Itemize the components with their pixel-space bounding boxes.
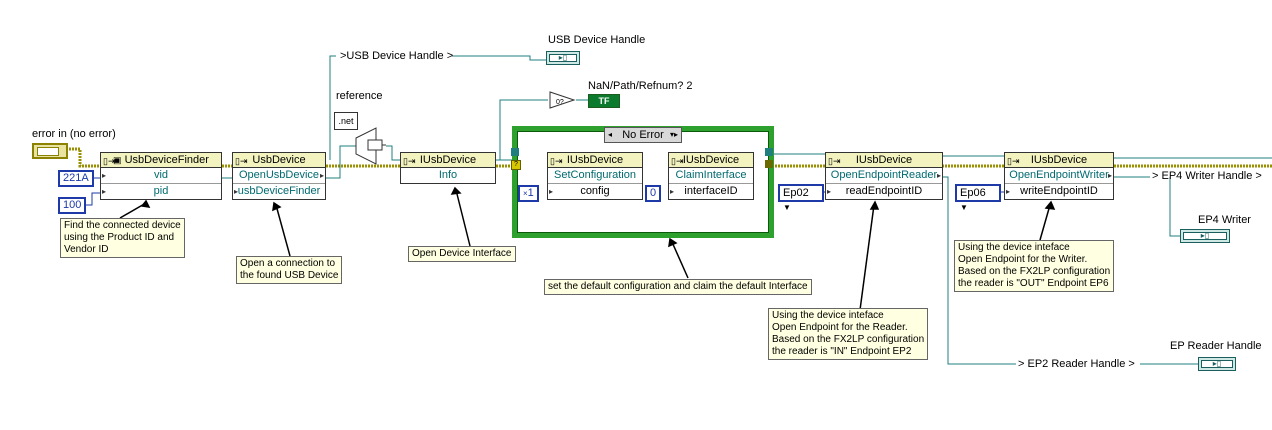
node-config-icon: ▯⇥ bbox=[235, 156, 248, 166]
writeendpointid-param: writeEndpointID bbox=[1020, 185, 1098, 197]
error-in-terminal[interactable] bbox=[32, 143, 68, 159]
openendpointreader-node[interactable]: ▯⇥IUsbDevice OpenEndpointReader▸ ▸readEn… bbox=[825, 152, 943, 200]
config-note: set the default configuration and claim … bbox=[544, 279, 812, 295]
nan-path-label: NaN/Path/Refnum? 2 bbox=[588, 80, 693, 92]
usb-handle-indicator[interactable]: ▸▯ bbox=[546, 51, 580, 65]
vid-constant[interactable]: 221A bbox=[58, 170, 94, 187]
openendpointwriter-method: OpenEndpointWriter bbox=[1009, 169, 1109, 181]
input-terminal-icon: ▸ bbox=[234, 187, 239, 196]
ep-reader-indicator-label: EP Reader Handle bbox=[1170, 340, 1262, 352]
readendpointid-param: readEndpointID bbox=[845, 185, 923, 197]
input-terminal-icon: ▸ bbox=[102, 171, 107, 180]
node-config-icon: ▯⇥ bbox=[103, 156, 116, 166]
node-title: IUsbDevice bbox=[682, 154, 740, 166]
refnum-icon: ▸▯ bbox=[1201, 360, 1233, 368]
case-selector-terminal-icon: ? bbox=[511, 160, 521, 170]
refnum-icon: ▸▯ bbox=[1183, 232, 1227, 240]
claiminterface-method: ClaimInterface bbox=[675, 169, 747, 181]
node-title: IUsbDevice bbox=[855, 154, 913, 166]
ep4-indicator-label: EP4 Writer bbox=[1198, 214, 1251, 226]
iusbdevice-info-node[interactable]: ▯⇥IUsbDevice Info bbox=[400, 152, 496, 184]
svg-text:0?: 0? bbox=[556, 99, 564, 106]
node-title: UsbDevice bbox=[252, 154, 306, 166]
vid-property: vid bbox=[153, 169, 169, 181]
case-selector-value: No Error bbox=[622, 129, 664, 141]
boolean-indicator[interactable]: TF bbox=[588, 94, 620, 108]
config-param: config bbox=[580, 185, 610, 197]
openendpointwriter-node[interactable]: ▯⇥IUsbDevice OpenEndpointWriter▸ ▸writeE… bbox=[1004, 152, 1114, 200]
setconfiguration-method: SetConfiguration bbox=[554, 169, 636, 181]
input-terminal-icon: ▸ bbox=[549, 187, 554, 196]
info-property: Info bbox=[438, 169, 458, 181]
refnum-icon: ▸▯ bbox=[549, 54, 577, 62]
tunnel-icon bbox=[765, 160, 773, 168]
tunnel-icon bbox=[511, 148, 519, 156]
input-terminal-icon: ▸ bbox=[102, 187, 107, 196]
error-in-label: error in (no error) bbox=[32, 128, 116, 140]
output-terminal-icon: ▸ bbox=[319, 171, 324, 180]
ep2-wire-label: > EP2 Reader Handle > bbox=[1018, 358, 1135, 370]
node-config-icon: ▯⇥ bbox=[1007, 156, 1020, 166]
ep06-ring-constant[interactable]: Ep06 ▼ bbox=[955, 184, 1001, 212]
openendpointreader-method: OpenEndpointReader bbox=[830, 169, 938, 181]
net-reference-constant[interactable]: .net bbox=[334, 112, 358, 130]
ep-reader-indicator[interactable]: ▸▯ bbox=[1198, 357, 1236, 371]
usb-handle-wire-label: >USB Device Handle > bbox=[340, 50, 454, 62]
input-terminal-icon: ▸ bbox=[670, 187, 675, 196]
input-terminal-icon: ▸ bbox=[827, 187, 832, 196]
nan-triangle: 0? bbox=[549, 91, 576, 109]
tunnel-icon bbox=[765, 148, 773, 156]
cast-node bbox=[355, 127, 386, 165]
previous-case-icon[interactable]: ◂ bbox=[608, 130, 613, 139]
dropdown-icon: ▼ bbox=[783, 203, 791, 212]
case-selector[interactable]: ◂ No Error ▾▸ bbox=[604, 127, 682, 143]
class-icon: ▣ bbox=[113, 155, 122, 165]
node-title: IUsbDevice bbox=[419, 154, 477, 166]
pid-constant[interactable]: 100 bbox=[58, 197, 87, 214]
note-arrows bbox=[119, 186, 1056, 311]
usbdevicefinder-node[interactable]: ▯⇥▣UsbDeviceFinder ▸ vid ▸ pid bbox=[100, 152, 222, 200]
node-config-icon: ▯⇥ bbox=[403, 156, 416, 166]
interfaceid-constant[interactable]: 0 bbox=[645, 185, 662, 202]
node-title: IUsbDevice bbox=[1030, 154, 1088, 166]
usbdevicefinder-param: usbDeviceFinder bbox=[237, 185, 321, 197]
node-title: UsbDeviceFinder bbox=[124, 154, 209, 166]
reference-label: reference bbox=[336, 90, 383, 102]
node-config-icon: ▯⇥ bbox=[671, 156, 684, 166]
output-terminal-icon: ▸ bbox=[936, 171, 941, 180]
next-case-icon[interactable]: ▾▸ bbox=[669, 130, 678, 139]
ep4-writer-indicator[interactable]: ▸▯ bbox=[1180, 229, 1230, 243]
usb-handle-indicator-label: USB Device Handle bbox=[548, 34, 646, 46]
node-title: IUsbDevice bbox=[566, 154, 624, 166]
output-terminal-icon: ▸ bbox=[1107, 171, 1112, 180]
setconfiguration-node[interactable]: ▯⇥IUsbDevice SetConfiguration ▸ config bbox=[547, 152, 643, 200]
node-config-icon: ▯⇥ bbox=[828, 156, 841, 166]
ep02-ring-constant[interactable]: Ep02 ▼ bbox=[778, 184, 824, 212]
dropdown-icon: ▼ bbox=[960, 203, 968, 212]
node-config-icon: ▯⇥ bbox=[550, 156, 563, 166]
ep4-wire-label: > EP4 Writer Handle > bbox=[1152, 170, 1262, 182]
interfaceid-param: interfaceID bbox=[684, 185, 738, 197]
openusbdevice-method: OpenUsbDevice bbox=[238, 169, 320, 181]
config-constant[interactable]: ×1 bbox=[518, 185, 539, 202]
input-terminal-icon: ▸ bbox=[1006, 187, 1011, 196]
claiminterface-node[interactable]: ▯⇥IUsbDevice ClaimInterface ▸ interfaceID bbox=[668, 152, 754, 200]
interface-note: Open Device Interface bbox=[408, 246, 516, 262]
pid-property: pid bbox=[153, 185, 169, 197]
usbdevice-node[interactable]: ▯⇥UsbDevice OpenUsbDevice▸ ▸usbDeviceFin… bbox=[232, 152, 326, 200]
